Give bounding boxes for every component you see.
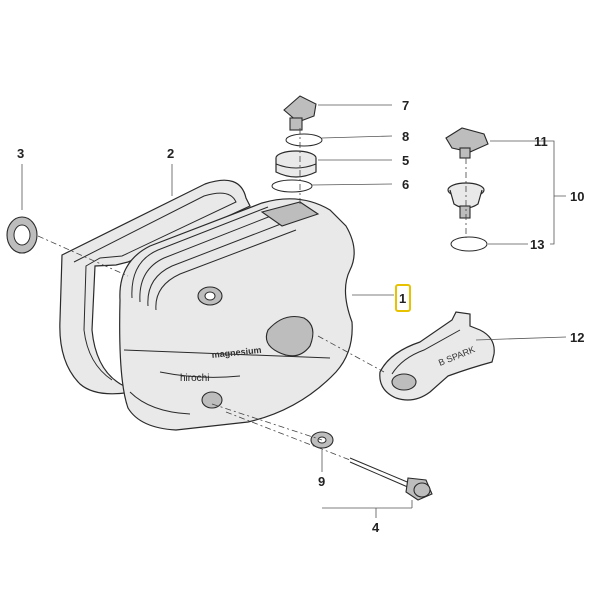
o-ring-part-13 bbox=[450, 236, 488, 252]
leader-6 bbox=[311, 183, 393, 186]
callout-1: 1 bbox=[399, 291, 406, 306]
axis-line-seal bbox=[37, 235, 129, 277]
axis-line-bolt bbox=[225, 411, 351, 461]
callout-13: 13 bbox=[530, 237, 544, 252]
oil-filler-cap-part-7 bbox=[283, 95, 317, 131]
callout-10: 10 bbox=[570, 189, 584, 204]
callout-2: 2 bbox=[167, 146, 174, 161]
axis-line-guard bbox=[317, 335, 385, 373]
axis-line-grommet bbox=[211, 403, 323, 441]
o-ring-part-8 bbox=[285, 133, 323, 147]
cylinder-head-cover-part-1: magnesium bbox=[119, 198, 355, 431]
callout-4: 4 bbox=[372, 520, 380, 535]
leader-12 bbox=[475, 336, 567, 341]
callout-8: 8 bbox=[402, 129, 409, 144]
callout-5: 5 bbox=[402, 153, 409, 168]
callout-12: 12 bbox=[570, 330, 584, 345]
callout-11: 11 bbox=[534, 134, 548, 149]
leader-8 bbox=[321, 135, 393, 139]
callout-9: 9 bbox=[318, 474, 325, 489]
breather-cap-part-11 bbox=[445, 127, 489, 159]
callout-6: 6 bbox=[402, 177, 409, 192]
leader-bracket-10 bbox=[490, 140, 566, 245]
callout-3: 3 bbox=[17, 146, 24, 161]
protective-cover-part-12: B SPARK bbox=[379, 311, 495, 401]
watermark-text: hirochi bbox=[180, 373, 209, 384]
threaded-insert-part-5 bbox=[275, 150, 317, 178]
leader-4 bbox=[322, 500, 413, 518]
bolt-part-4 bbox=[349, 457, 433, 501]
seal-ring-part-3 bbox=[6, 216, 38, 254]
highlight-box bbox=[395, 284, 411, 312]
gasket-part-2 bbox=[59, 179, 251, 395]
ring-part-6 bbox=[271, 179, 313, 193]
callout-7: 7 bbox=[402, 98, 409, 113]
